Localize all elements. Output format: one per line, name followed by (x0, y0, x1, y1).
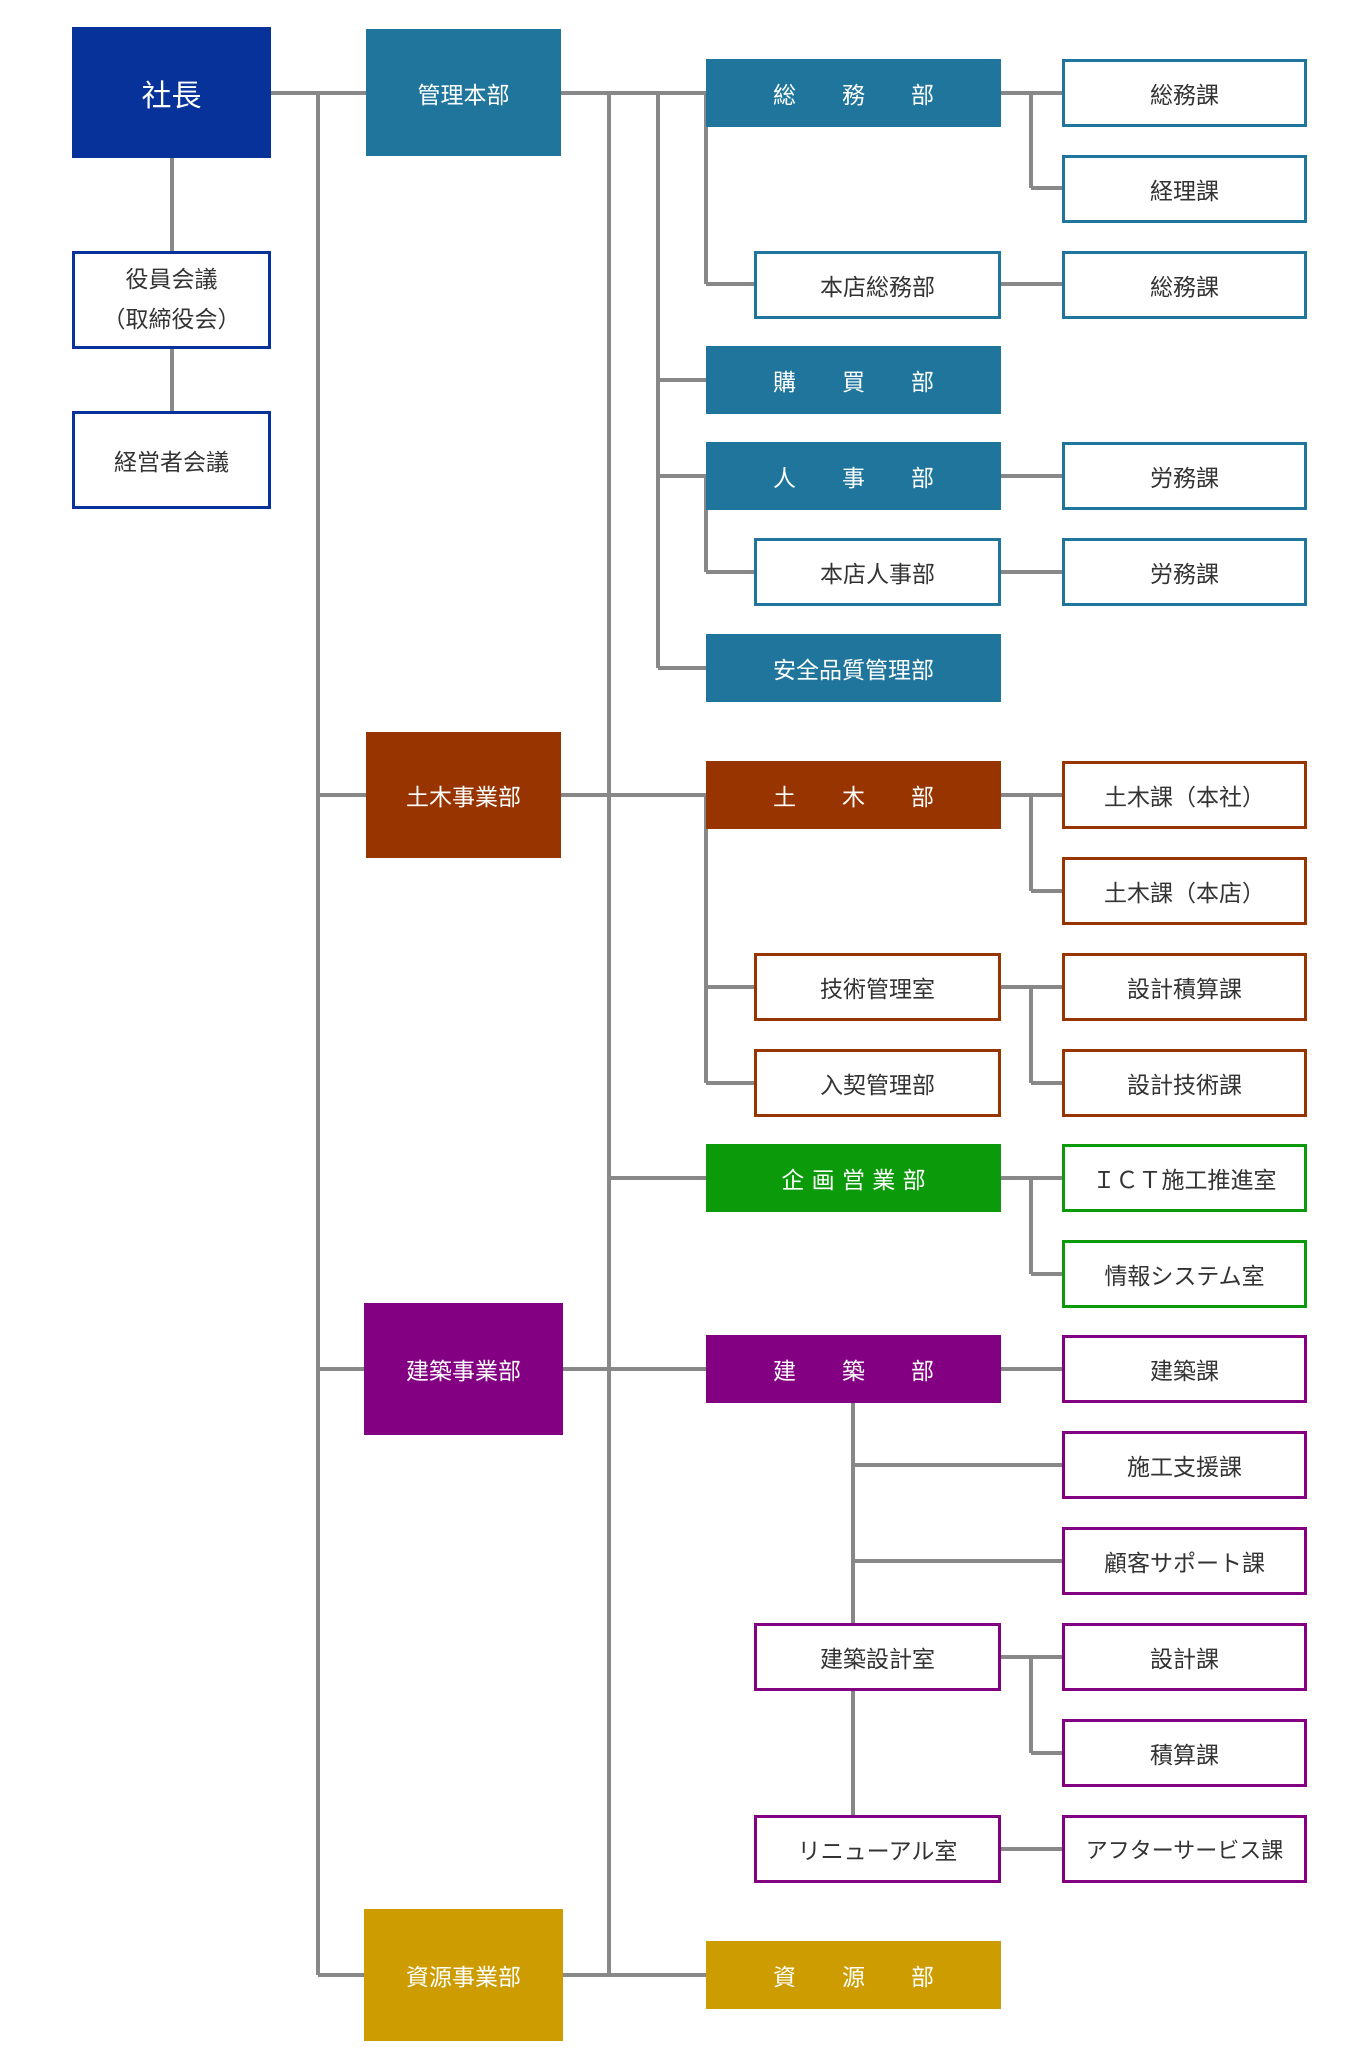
doboku-bu-box: 土 木 部 (706, 761, 1001, 829)
sekisan-ka-box: 積算課 (1062, 1719, 1307, 1787)
doboku-ka-honsha-box: 土木課（本社） (1062, 761, 1307, 829)
somu-ka-box-1: 総務課 (1062, 59, 1307, 127)
joho-system-room-box: 情報システム室 (1062, 1240, 1307, 1308)
kenchiku-ka-box: 建築課 (1062, 1335, 1307, 1403)
anzen-bu-box: 安全品質管理部 (706, 634, 1001, 702)
romu-ka-box-2: 労務課 (1062, 538, 1307, 606)
doboku-ka-honten-box: 土木課（本店） (1062, 857, 1307, 925)
kenchiku-jigyobu-box: 建築事業部 (364, 1303, 563, 1435)
doboku-jigyobu-box: 土木事業部 (366, 732, 561, 858)
board-meeting-box: 役員会議（取締役会） (72, 251, 271, 349)
honten-jinji-bu-box: 本店人事部 (754, 538, 1001, 606)
kikaku-eigyo-bu-box: 企 画 営 業 部 (706, 1144, 1001, 1212)
gijutsu-kanri-box: 技術管理室 (754, 953, 1001, 1021)
kanri-honbu-box: 管理本部 (366, 29, 561, 156)
romu-ka-box-1: 労務課 (1062, 442, 1307, 510)
shigen-bu-box: 資 源 部 (706, 1941, 1001, 2009)
renewal-room-box: リニューアル室 (754, 1815, 1001, 1883)
somu-bu-box: 総 務 部 (706, 59, 1001, 127)
sekkei-ka-box: 設計課 (1062, 1623, 1307, 1691)
jinji-bu-box: 人 事 部 (706, 442, 1001, 510)
kobai-bu-box: 購 買 部 (706, 346, 1001, 414)
president-box: 社長 (72, 27, 271, 158)
sekkei-gijutsu-ka-box: 設計技術課 (1062, 1049, 1307, 1117)
ict-room-box: ＩＣＴ施工推進室 (1062, 1144, 1307, 1212)
shigen-jigyobu-box: 資源事業部 (364, 1909, 563, 2041)
after-service-ka-box: アフターサービス課 (1062, 1815, 1307, 1883)
kenchiku-sekkei-room-box: 建築設計室 (754, 1623, 1001, 1691)
kenchiku-bu-box: 建 築 部 (706, 1335, 1001, 1403)
nyusatsu-bu-box: 入契管理部 (754, 1049, 1001, 1117)
keiri-ka-box: 経理課 (1062, 155, 1307, 223)
honten-somu-bu-box: 本店総務部 (754, 251, 1001, 319)
somu-ka-box-2: 総務課 (1062, 251, 1307, 319)
kokyaku-support-ka-box: 顧客サポート課 (1062, 1527, 1307, 1595)
seko-shien-ka-box: 施工支援課 (1062, 1431, 1307, 1499)
executive-meeting-box: 経営者会議 (72, 411, 271, 509)
sekkei-sekisan-ka-box: 設計積算課 (1062, 953, 1307, 1021)
